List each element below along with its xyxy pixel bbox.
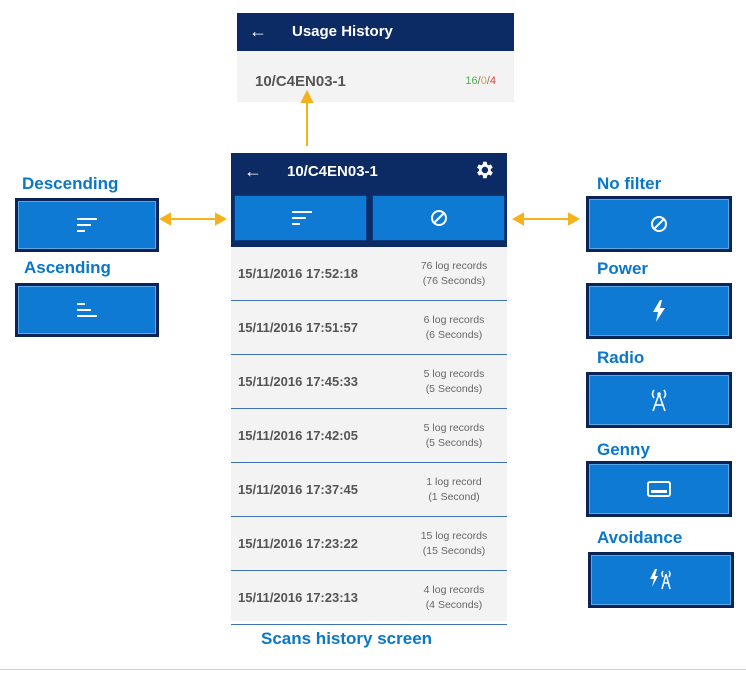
radio-filter-button[interactable] bbox=[586, 372, 732, 428]
radio-label: Radio bbox=[597, 348, 645, 367]
usage-history-header: ← Usage History bbox=[237, 13, 514, 51]
scan-row[interactable]: 15/11/2016 17:23:22 15 log records (15 Sec… bbox=[231, 517, 507, 571]
power-label: Power bbox=[597, 259, 649, 278]
scan-date: 15/11/2016 17:37:45 bbox=[238, 482, 358, 497]
power-filter-button[interactable] bbox=[586, 283, 732, 339]
sort-ascending-button[interactable] bbox=[15, 283, 159, 337]
scans-toolbar bbox=[231, 191, 507, 247]
no-filter-icon bbox=[431, 210, 447, 226]
sort-descending-icon bbox=[292, 211, 312, 225]
usage-history-title: Usage History bbox=[292, 23, 393, 40]
log-records: 76 log records bbox=[420, 260, 488, 272]
bottom-divider bbox=[0, 669, 746, 670]
sort-button[interactable] bbox=[234, 195, 367, 241]
scan-row[interactable]: 15/11/2016 17:51:57 6 log records (6 Secon… bbox=[231, 301, 507, 355]
sort-descending-icon bbox=[77, 218, 97, 232]
scans-header: ← 10/C4EN03-1 bbox=[231, 153, 507, 191]
stat-sep: / bbox=[477, 75, 481, 87]
avoidance-label: Avoidance bbox=[597, 528, 683, 547]
descending-label: Descending bbox=[22, 174, 119, 193]
duration: (4 Seconds) bbox=[425, 599, 483, 611]
duration: (15 Seconds) bbox=[422, 545, 486, 557]
scan-date: 15/11/2016 17:42:05 bbox=[238, 428, 358, 443]
scan-row[interactable]: 15/11/2016 17:42:05 5 log records (5 Secon… bbox=[231, 409, 507, 463]
scan-record-count: 76 log records (76 Seconds) bbox=[409, 259, 499, 289]
device-id[interactable]: 10/C4EN03-1 bbox=[255, 73, 346, 90]
duration: (76 Seconds) bbox=[422, 275, 486, 287]
sort-ascending-icon bbox=[77, 303, 97, 317]
scan-row[interactable]: 15/11/2016 17:37:45 1 log record (1 Second… bbox=[231, 463, 507, 517]
scan-record-count: 5 log records (5 Seconds) bbox=[409, 421, 499, 451]
avoidance-icon bbox=[650, 569, 671, 590]
avoidance-filter-button[interactable] bbox=[588, 552, 734, 608]
scan-record-count: 6 log records (6 Seconds) bbox=[409, 313, 499, 343]
no-filter-label: No filter bbox=[597, 174, 662, 193]
log-records: 1 log record bbox=[426, 476, 482, 488]
power-icon bbox=[653, 300, 665, 322]
duration: (6 Seconds) bbox=[425, 329, 483, 341]
stat-red: 4 bbox=[489, 75, 496, 87]
stat-green: 16 bbox=[465, 75, 478, 87]
gear-icon[interactable] bbox=[473, 159, 495, 181]
stat-sep: / bbox=[486, 75, 490, 87]
scan-date: 15/11/2016 17:45:33 bbox=[238, 374, 358, 389]
back-arrow-icon[interactable]: ← bbox=[244, 161, 262, 181]
log-records: 4 log records bbox=[423, 584, 485, 596]
scan-row[interactable]: 15/11/2016 17:52:18 76 log records (76 Sec… bbox=[231, 247, 507, 301]
filter-button[interactable] bbox=[372, 195, 505, 241]
duration: (5 Seconds) bbox=[425, 437, 483, 449]
scan-date: 15/11/2016 17:51:57 bbox=[238, 320, 358, 335]
screen-caption: Scans history screen bbox=[261, 629, 433, 648]
left-arrow-head bbox=[158, 212, 171, 226]
stat-orange: 0 bbox=[480, 75, 487, 87]
scan-record-count: 4 log records (4 Seconds) bbox=[409, 583, 499, 613]
radio-icon bbox=[651, 389, 667, 412]
log-records: 5 log records bbox=[423, 368, 485, 380]
log-records: 5 log records bbox=[423, 422, 485, 434]
genny-filter-button[interactable] bbox=[586, 461, 732, 517]
back-arrow-icon[interactable]: ← bbox=[249, 21, 267, 41]
scan-date: 15/11/2016 17:52:18 bbox=[238, 266, 358, 281]
log-records: 15 log records bbox=[420, 530, 488, 542]
duration: (1 Second) bbox=[428, 491, 480, 503]
duration: (5 Seconds) bbox=[425, 383, 483, 395]
usage-stats: 16/0/4 bbox=[465, 75, 496, 87]
scan-date: 15/11/2016 17:23:22 bbox=[238, 536, 358, 551]
right-arrow-head bbox=[511, 212, 524, 226]
right-arrow-head bbox=[568, 212, 581, 226]
genny-icon bbox=[647, 481, 671, 497]
no-filter-button[interactable] bbox=[586, 196, 732, 252]
no-filter-icon bbox=[651, 216, 667, 232]
log-records: 6 log records bbox=[423, 314, 485, 326]
usage-history-screen: ← Usage History 10/C4EN03-1 16/0/4 bbox=[237, 13, 514, 102]
scan-record-count: 5 log records (5 Seconds) bbox=[409, 367, 499, 397]
sort-descending-button[interactable] bbox=[15, 198, 159, 252]
ascending-label: Ascending bbox=[24, 258, 111, 277]
genny-label: Genny bbox=[597, 440, 650, 459]
scans-history-screen: ← 10/C4EN03-1 15/11/2016 17:52:18 76 log … bbox=[231, 153, 507, 625]
scan-record-count: 15 log records (15 Seconds) bbox=[409, 529, 499, 559]
scan-record-count: 1 log record (1 Second) bbox=[409, 475, 499, 505]
scans-title: 10/C4EN03-1 bbox=[287, 163, 378, 180]
scan-row[interactable]: 15/11/2016 17:23:13 4 log records (4 Secon… bbox=[231, 571, 507, 625]
left-arrow-head bbox=[215, 212, 228, 226]
scan-row[interactable]: 15/11/2016 17:45:33 5 log records (5 Secon… bbox=[231, 355, 507, 409]
scan-date: 15/11/2016 17:23:13 bbox=[238, 590, 358, 605]
